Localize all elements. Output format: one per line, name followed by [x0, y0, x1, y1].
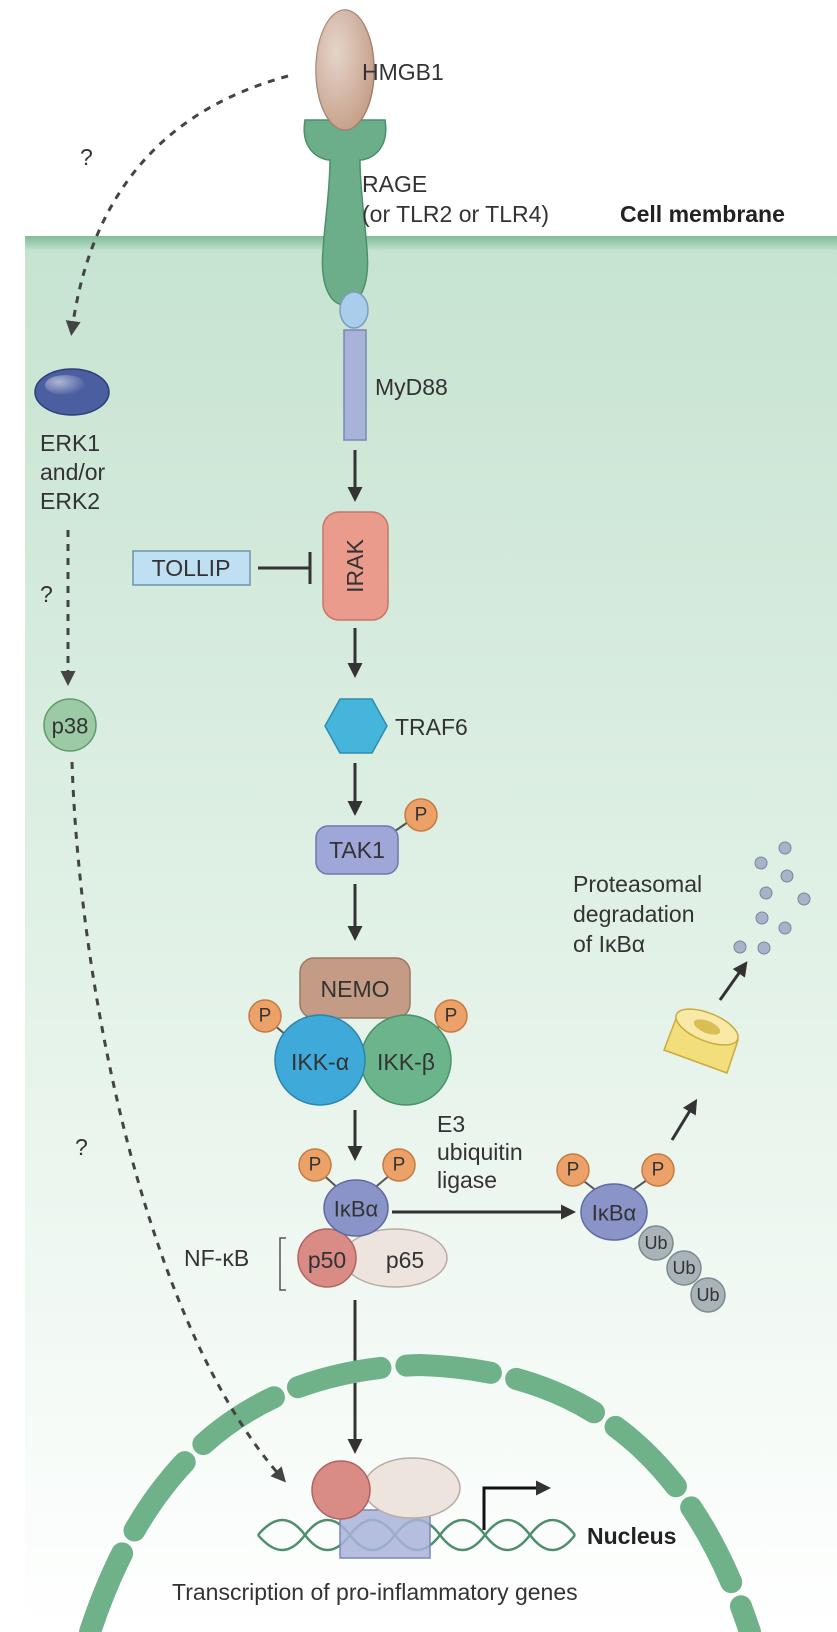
question-mark-3: ?: [75, 1134, 88, 1160]
ub-ikba-phospho-1-label: P: [567, 1160, 580, 1181]
traf6-label: TRAF6: [395, 714, 468, 740]
ubiquitin-1-label: Ub: [644, 1233, 667, 1253]
ikk-beta-phospho: [434, 999, 468, 1033]
erk-label-line1: ERK1: [40, 430, 100, 456]
ikba-ubiquitinated-label: IκBα: [592, 1201, 637, 1226]
rage-label-line2: (or TLR2 or TLR4): [362, 201, 549, 227]
ubiquitin-3-label: Ub: [696, 1285, 719, 1305]
ikk-beta-label: IKK-β: [377, 1049, 435, 1075]
tollip-box: [132, 550, 251, 586]
question-mark-2: ?: [40, 581, 53, 607]
ub-ikba-phospho-1: [556, 1153, 590, 1187]
ikba-bound: [323, 1179, 389, 1237]
ikba-phospho-1-label: P: [309, 1155, 322, 1176]
tak1-kinase: [315, 825, 399, 875]
irak-label: IRAK: [342, 539, 368, 593]
p38-kinase: [43, 698, 97, 752]
transcription-label: Transcription of pro-inflammatory genes: [172, 1579, 578, 1605]
ikk-alpha-subunit: [274, 1014, 366, 1106]
tak1-label: TAK1: [329, 837, 385, 863]
cell-membrane-label: Cell membrane: [620, 201, 785, 227]
degradation-fragments: [733, 841, 811, 955]
p38-label: p38: [52, 714, 89, 739]
ikk-beta-phospho-label: P: [445, 1006, 458, 1027]
ikba-bound-label: IκBα: [334, 1197, 379, 1222]
e3-label-line3: ligase: [437, 1167, 497, 1193]
arrow-to-proteasome: [670, 1098, 698, 1141]
ikk-alpha-label: IKK-α: [291, 1049, 349, 1075]
transcription-start-arrow: [482, 1480, 551, 1530]
e3-label-line2: ubiquitin: [437, 1139, 523, 1165]
tak1-phospho-label: P: [415, 805, 428, 826]
nemo-subunit: [299, 957, 411, 1019]
tak1-phospho: [404, 798, 438, 832]
p50-label: p50: [308, 1247, 346, 1273]
ubiquitin-2: [666, 1250, 702, 1286]
erk-highlight: [45, 375, 85, 395]
ikk-alpha-phospho-label: P: [259, 1006, 272, 1027]
cytoplasm-region: [25, 240, 837, 1632]
ubiquitin-1: [638, 1225, 674, 1261]
nuclear-p65: [363, 1457, 461, 1519]
nucleus-label: Nucleus: [587, 1523, 676, 1549]
proteasome-label-line1: Proteasomal: [573, 871, 702, 897]
nfkb-bracket: [279, 1237, 286, 1291]
p65-label: p65: [386, 1247, 424, 1273]
ikba-phospho-1: [298, 1148, 332, 1182]
e3-label-line1: E3: [437, 1111, 465, 1137]
ikk-alpha-phospho: [248, 999, 282, 1033]
ikba-ubiquitinated: [580, 1183, 648, 1241]
proteasome-label-line3: of IκBα: [573, 931, 645, 957]
rage-label-line1: RAGE: [362, 171, 427, 197]
hmgb1-highlight: [316, 10, 374, 130]
ub-ikba-phospho-2: [641, 1153, 675, 1187]
p50-subunit: [297, 1228, 357, 1288]
question-mark-1: ?: [80, 144, 93, 170]
proteasome-label-line2: degradation: [573, 901, 695, 927]
irak-kinase: [322, 511, 389, 621]
nuclear-envelope: [79, 1353, 761, 1632]
ubiquitin-2-label: Ub: [672, 1258, 695, 1278]
myd88-death-domain: [339, 291, 369, 329]
nfkb-label: NF-κB: [184, 1245, 249, 1271]
erk-label-line2: and/or: [40, 459, 106, 485]
nuclear-p50: [311, 1460, 371, 1520]
hmgb1-label: HMGB1: [362, 59, 444, 85]
nemo-label: NEMO: [321, 976, 390, 1002]
traf6-hexagon: [324, 698, 388, 754]
arrow-to-degradation: [718, 961, 748, 1001]
dashed-arrow-p38-nucleus: [70, 761, 286, 1483]
myd88-adaptor: [343, 329, 367, 441]
ikba-phospho-2: [382, 1148, 416, 1182]
ub-ikba-phospho-2-label: P: [652, 1160, 665, 1181]
tollip-label: TOLLIP: [152, 555, 231, 581]
myd88-label: MyD88: [375, 374, 448, 400]
erk-label-line3: ERK2: [40, 488, 100, 514]
cell-membrane-band: [25, 236, 837, 250]
proteasome: [663, 1008, 739, 1074]
ubiquitin-3: [690, 1277, 726, 1313]
ikba-phospho-2-label: P: [393, 1155, 406, 1176]
